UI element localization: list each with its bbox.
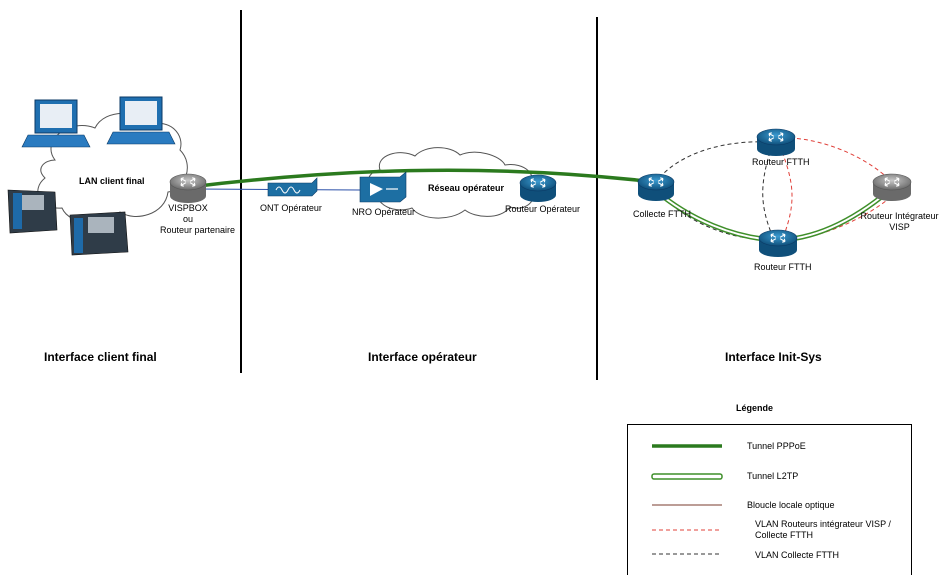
integrator-label-line1: Routeur Intégrateur (860, 211, 939, 221)
zone-client-label: Interface client final (44, 350, 157, 364)
ftth-top-label: Routeur FTTH (752, 157, 810, 167)
vlan-collecte-vertical (762, 151, 773, 236)
operator-router-label: Routeur Opérateur (505, 204, 581, 214)
legend-item-vlan-integrator: VLAN Routeurs intégrateur VISP / Collect… (755, 519, 891, 540)
computer-icon-1 (21, 99, 91, 148)
vlan-integrator-bottom (791, 195, 893, 241)
vlan-collecte-top (654, 141, 771, 184)
collecte-label: Collecte FTTH (633, 209, 692, 219)
legend-samples (651, 444, 723, 555)
operator-cloud (368, 147, 534, 219)
zone-operator-label: Interface opérateur (368, 350, 477, 364)
lan-cloud-label: LAN client final (79, 176, 145, 186)
vispbox-label-line1: VISPBOX (168, 203, 208, 213)
legend-item-pppoe: Tunnel PPPoE (747, 441, 806, 451)
legend-item-vlan-collecte: VLAN Collecte FTTH (755, 550, 840, 560)
legend-item-l2tp: Tunnel L2TP (747, 471, 799, 481)
integrator-label-line2: VISP (889, 222, 910, 232)
integrator-label: Routeur Intégrateur VISP (858, 211, 941, 233)
legend-item-optical: Bloucle locale optique (747, 500, 835, 510)
pppoe-tunnel (189, 168, 656, 189)
ip-phone-icon-1 (7, 189, 58, 234)
vlan-integrator-top (789, 137, 893, 183)
legend-title: Légende (736, 403, 774, 413)
ftth-bottom-label: Routeur FTTH (754, 262, 812, 272)
operator-router-icon (519, 174, 557, 202)
vispbox-router-icon (169, 173, 207, 203)
ont-label: ONT Opérateur (260, 203, 322, 213)
integrator-router-icon (872, 173, 912, 201)
vlan-integrator-vertical (781, 151, 793, 236)
zone-initsys-label: Interface Init-Sys (725, 350, 822, 364)
vispbox-label-line2: ou (182, 214, 193, 224)
nro-label: NRO Opérateur (352, 207, 416, 217)
collecte-router-icon (637, 173, 675, 201)
ftth-top-router-icon (756, 128, 796, 156)
legend-box (627, 424, 912, 575)
ont-icon (267, 177, 318, 197)
legend-l2tp-sample (651, 473, 723, 480)
operator-cloud-label: Réseau opérateur (428, 183, 505, 193)
ftth-bottom-router-icon (758, 229, 798, 257)
vispbox-label-line3: Routeur partenaire (160, 225, 236, 235)
vlan-integrator-links (781, 137, 893, 241)
computer-icon-2 (106, 96, 176, 145)
vispbox-label: VISPBOX ou Routeur partenaire (160, 203, 236, 236)
nro-icon (359, 171, 407, 203)
ip-phone-icon-2 (69, 211, 129, 256)
